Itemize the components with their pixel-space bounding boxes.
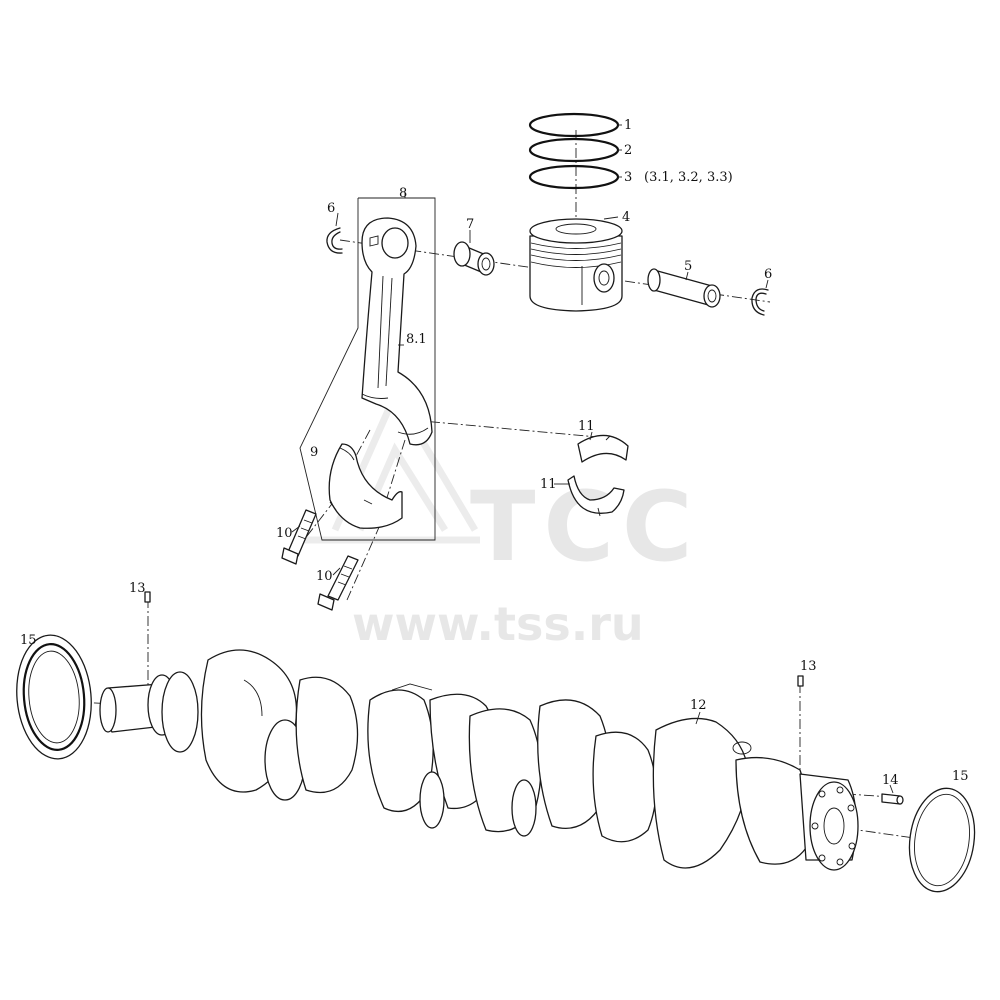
rod-bolt-2 (317, 555, 359, 611)
callout-1: 1 (624, 118, 632, 133)
piston (529, 218, 623, 312)
rod-cap (328, 443, 403, 529)
dowel-pin-right (797, 675, 804, 687)
dowel-pin-left (144, 591, 151, 603)
watermark-logo-text: TCC (470, 471, 700, 583)
crankshaft (99, 649, 859, 871)
callout-6-left: 6 (327, 201, 335, 216)
callout-5: 5 (684, 259, 692, 274)
rod-bearing-shell-lower (567, 475, 625, 517)
watermark: TCC www.tss.ru (300, 387, 700, 651)
rod-assembly-bracket (299, 192, 436, 541)
snap-ring-right (751, 288, 769, 316)
piston-pin (647, 268, 721, 308)
piston-ring-3 (528, 164, 620, 190)
callout-3-note: (3.1, 3.2, 3.3) (644, 170, 733, 185)
callout-10-upper: 10 (276, 526, 293, 541)
snap-ring-left (326, 227, 343, 254)
callout-11-upper: 11 (578, 419, 595, 434)
callout-10-lower: 10 (316, 569, 333, 584)
callout-11-lower: 11 (540, 477, 557, 492)
watermark-url-text: www.tss.ru (352, 597, 644, 651)
callout-labels: 1 2 3 (3.1, 3.2, 3.3) 4 5 6 6 7 8 8.1 9 … (20, 118, 969, 788)
callout-7: 7 (466, 217, 474, 232)
callout-13-right: 13 (800, 659, 817, 674)
connecting-rod (361, 217, 433, 446)
callout-15-right: 15 (952, 769, 969, 784)
callout-15-left: 15 (20, 633, 37, 648)
piston-ring-2 (528, 137, 620, 163)
callout-6-right: 6 (764, 267, 772, 282)
callout-8-1: 8.1 (406, 332, 427, 347)
leader-lines (291, 124, 894, 794)
callout-3: 3 (624, 170, 632, 185)
rod-bearing-shell-upper (577, 434, 629, 463)
callout-2: 2 (624, 143, 632, 158)
callout-12: 12 (690, 698, 707, 713)
callout-8: 8 (399, 186, 407, 201)
callout-14: 14 (882, 773, 899, 788)
crankshaft-oil-seal-front (16, 634, 92, 760)
callout-4: 4 (622, 210, 630, 225)
small-end-bushing (453, 241, 495, 276)
flange-pin (881, 793, 904, 805)
piston-ring-1 (528, 112, 620, 138)
callout-13-left: 13 (129, 581, 146, 596)
rod-bolt-1 (281, 509, 317, 565)
crankshaft-oil-seal-rear (908, 787, 976, 893)
callout-9: 9 (310, 445, 318, 460)
